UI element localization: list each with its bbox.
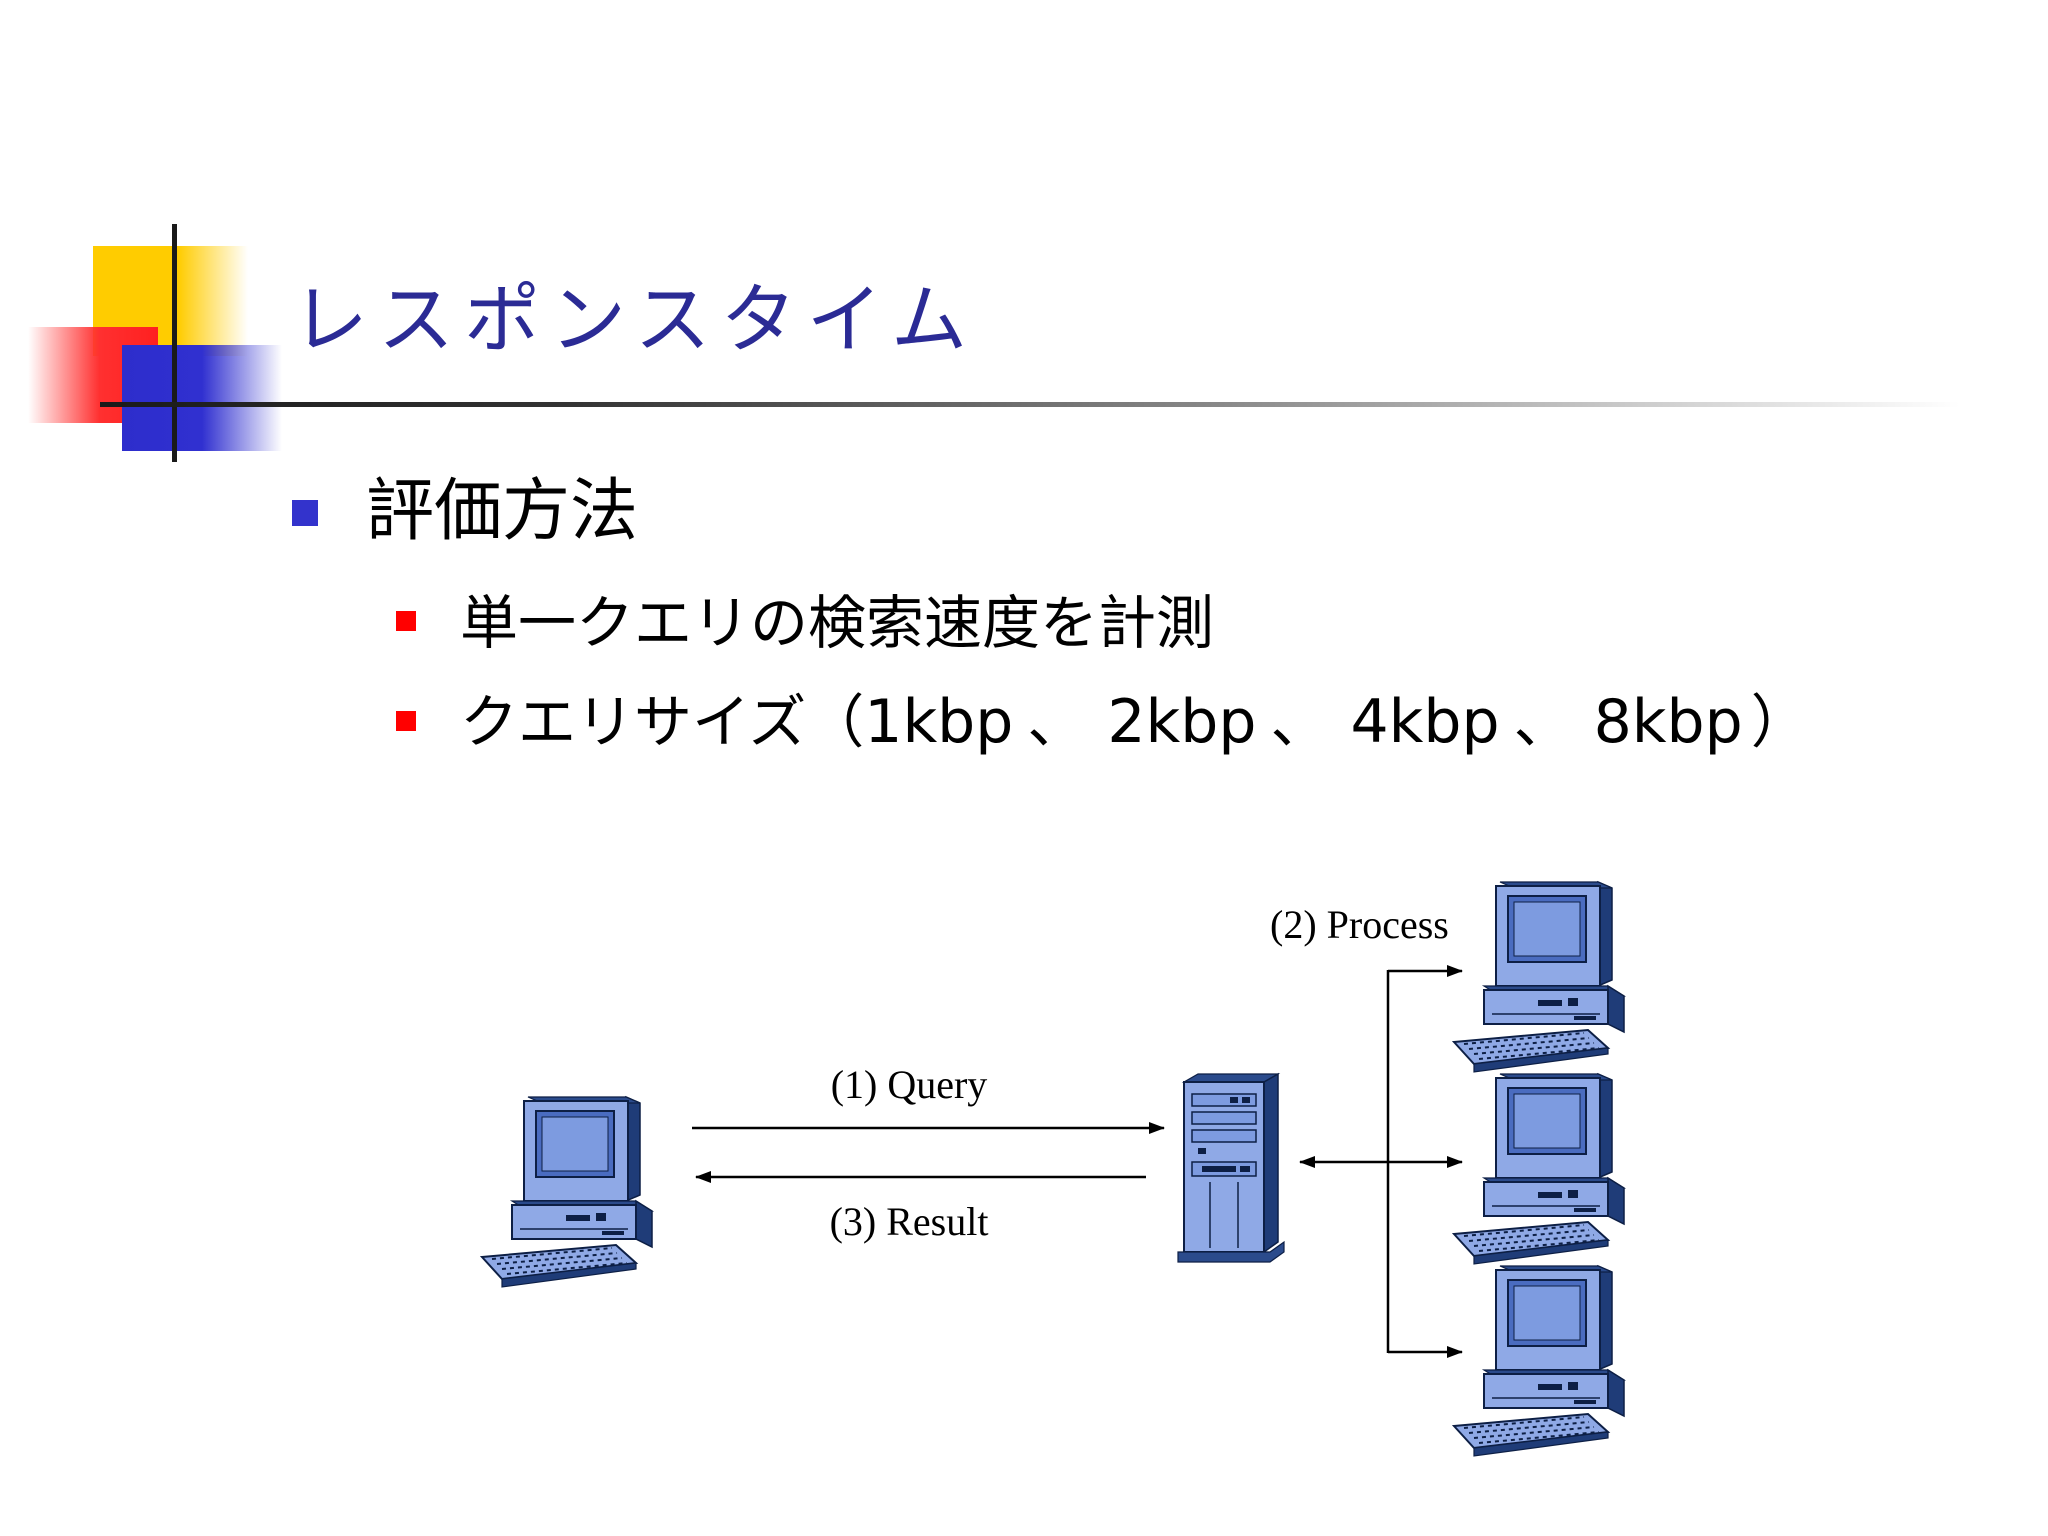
separator: 、 — [1270, 688, 1329, 756]
server-tower-icon — [1177, 1073, 1285, 1263]
query-size-suffix: ） — [1750, 688, 1809, 756]
bullet-square-icon — [396, 711, 416, 731]
query-label: (1) Query — [831, 1062, 988, 1107]
sub-bullet-measure: 単一クエリの検索速度を計測 — [460, 589, 1215, 657]
bullet-square-icon — [292, 500, 318, 526]
worker-computer-icon — [1453, 1073, 1625, 1265]
query-size-prefix: クエリサイズ（ — [460, 688, 865, 756]
client-computer-icon — [481, 1096, 653, 1288]
sub-bullet-query-sizes: クエリサイズ（1kbp、2kbp、4kbp、8kbp） — [460, 692, 1809, 752]
result-label: (3) Result — [830, 1199, 989, 1244]
query-size-2kbp: 2kbp — [1107, 687, 1257, 757]
query-size-4kbp: 4kbp — [1350, 687, 1500, 757]
worker-computer-icon — [1453, 881, 1625, 1073]
decor-vertical-line — [172, 224, 177, 462]
process-label: (2) Process — [1270, 902, 1449, 947]
slide-title: レスポンスタイム — [292, 275, 977, 364]
separator: 、 — [1513, 688, 1572, 756]
title-underline — [100, 402, 1960, 407]
worker-computer-icon — [1453, 1265, 1625, 1457]
query-size-1kbp: 1kbp — [864, 687, 1014, 757]
decor-blue-square — [122, 345, 282, 451]
query-size-8kbp: 8kbp — [1593, 687, 1743, 757]
bullet-square-icon — [396, 611, 416, 631]
bullet-text-level1: 評価方法 — [366, 472, 639, 551]
separator: 、 — [1027, 688, 1086, 756]
